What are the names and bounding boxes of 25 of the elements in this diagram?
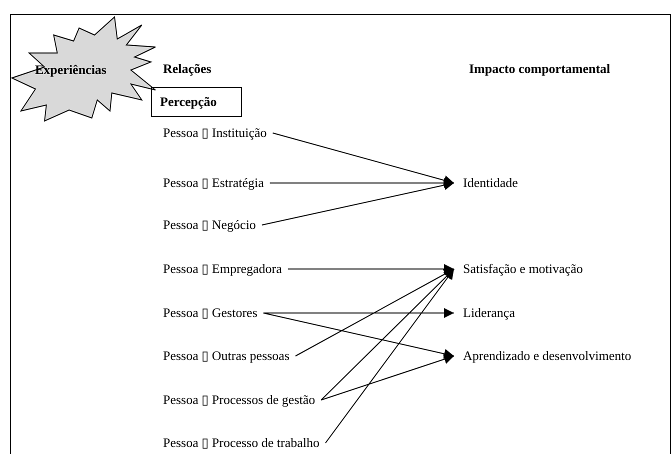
arrow — [295, 268, 454, 356]
arrow — [324, 268, 454, 444]
arrow — [287, 264, 454, 274]
relation-text: Identidade — [463, 175, 518, 190]
arrow — [320, 354, 454, 400]
arrow — [262, 312, 454, 359]
column-heading: Relações — [163, 61, 212, 77]
arrow — [261, 180, 454, 226]
relation-text: Pessoa ▯ Gestores — [163, 305, 258, 320]
relation-text: Pessoa ▯ Processo de trabalho — [163, 435, 320, 450]
relation-text: Pessoa ▯ Negócio — [163, 217, 256, 232]
relation-text: Pessoa ▯ Empregadora — [163, 261, 282, 276]
relation-text: Aprendizado e desenvolvimento — [463, 348, 632, 363]
relation-text: Satisfação e motivação — [463, 261, 583, 276]
relation-text: Pessoa ▯ Estratégia — [163, 175, 264, 190]
relation-text: Liderança — [463, 305, 515, 320]
node-label: Experiências — [35, 62, 106, 78]
relation-text: Pessoa ▯ Instituição — [163, 125, 267, 140]
relation-text: Pessoa ▯ Processos de gestão — [163, 392, 316, 407]
arrow — [262, 308, 454, 318]
column-heading: Impacto comportamental — [469, 61, 610, 77]
process-box: Percepção — [151, 87, 242, 117]
arrow — [272, 132, 454, 186]
relation-text: Pessoa ▯ Outras pessoas — [163, 348, 290, 363]
arrow — [320, 268, 454, 400]
